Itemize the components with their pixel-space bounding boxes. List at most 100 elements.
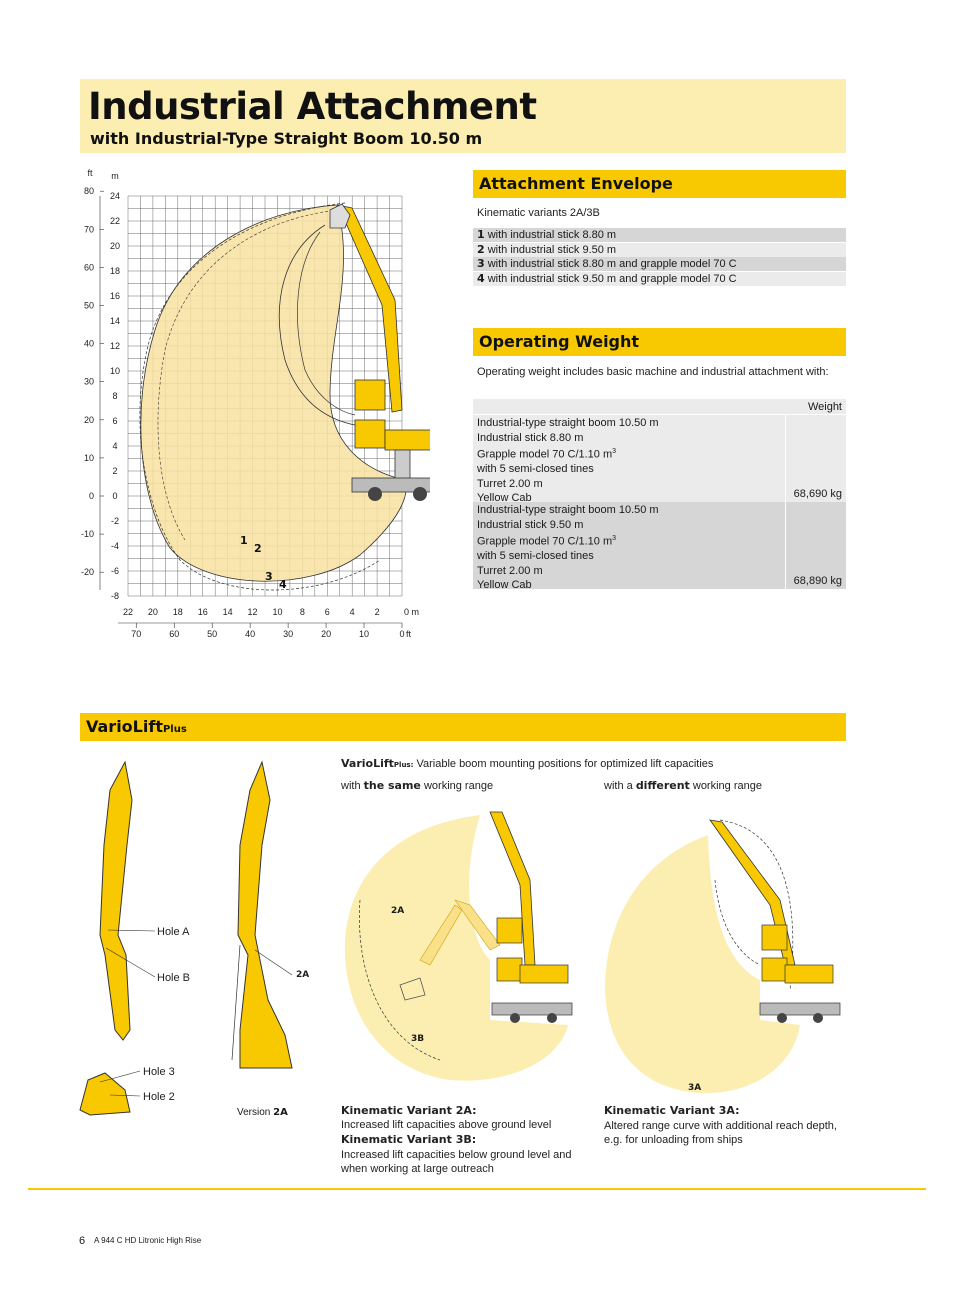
label-hole-2: Hole 2 [143,1091,175,1103]
footer-rule [28,1188,926,1190]
x-tick-ft: 30 [283,629,293,639]
y-tick-m: 4 [112,441,117,451]
x-tick-ft: 70 [131,629,141,639]
envelope-area [140,204,407,582]
envelope-curve-mid-dashed [157,209,339,541]
weight-value: 68,690 kg [793,487,842,500]
y-tick-m: 24 [110,191,120,201]
x-tick-m: 8 [300,607,305,617]
curve-label-4: 4 [279,578,287,591]
diagram-tag-3b: 3B [411,1034,425,1044]
y-tick-ft: -20 [81,567,94,577]
y-tick-ft: 10 [84,453,94,463]
operating-weight-intro: Operating weight includes basic machine … [477,366,829,378]
curve-label-3: 3 [265,570,273,583]
x-tick-m: 6 [325,607,330,617]
page-subtitle: with Industrial-Type Straight Boom 10.50… [90,129,483,148]
y-tick-ft: 20 [84,415,94,425]
y-tick-m: 10 [110,366,120,376]
y-tick-m: -4 [111,541,119,551]
label-hole-3: Hole 3 [143,1066,175,1078]
operating-weight-header: Operating Weight [473,328,846,356]
bracket [79,1072,131,1116]
y-tick-m: 6 [112,416,117,426]
envelope-curve-inner-2 [297,231,356,416]
x-tick-ft: 20 [321,629,331,639]
y-tick-m: -6 [111,566,119,576]
y-tick-m: 20 [110,241,120,251]
y-tick-ft: 60 [84,262,94,272]
x-tick-m: 16 [198,607,208,617]
chart-axes: 242220181614121086420-2-4-6-8m8070605040… [81,168,419,639]
variant-2a-heading: Kinematic Variant 2A: [341,1104,477,1117]
variant-3a-text: Altered range curve with additional reac… [604,1120,837,1146]
envelope-curve-outer-dashed [139,202,381,591]
x-tick-m: 0 m [404,607,419,617]
same-range-diagram [344,811,573,1081]
y-tick-ft: 80 [84,186,94,196]
x-tick-m: 14 [223,607,233,617]
attachment-envelope-title: Attachment Envelope [479,174,673,193]
x-tick-m: 18 [173,607,183,617]
version-caption: Version 2A [237,1107,288,1118]
page-number: 6 [79,1235,86,1247]
weight-table: Weight Industrial-type straight boom 10.… [473,399,846,591]
y-tick-ft: 70 [84,224,94,234]
y-tick-m: 18 [110,266,120,276]
envelope-curve-inner [278,224,356,426]
different-range-diagram [605,819,841,1094]
boom-version-2a [237,760,293,1069]
weight-row: Industrial-type straight boom 10.50 m In… [473,502,846,591]
variant-3b-heading: Kinematic Variant 3B: [341,1133,477,1146]
same-range-caption: with the same working range [341,779,494,792]
boom-illustrations [79,760,293,1116]
weight-column-header: Weight [473,399,846,415]
y-unit-ft: ft [87,168,93,178]
variant-3b-text: Increased lift capacities below ground l… [341,1149,572,1175]
x-tick-m: 4 [350,607,355,617]
diagram-tag-3a: 3A [688,1083,702,1093]
variant-2a-text: Increased lift capacities above ground l… [341,1119,552,1131]
y-tick-m: 16 [110,291,120,301]
label-2a-tag: 2A [296,970,310,980]
operating-weight-title: Operating Weight [479,332,640,351]
y-tick-m: 14 [110,316,120,326]
label-hole-a: Hole A [157,926,190,938]
variolift-intro: VarioLiftPlus: Variable boom mounting po… [341,757,714,770]
y-tick-m: 2 [112,466,117,476]
y-tick-m: -2 [111,516,119,526]
x-unit-ft: ft [406,629,412,639]
x-tick-ft: 60 [169,629,179,639]
x-tick-ft: 10 [359,629,369,639]
attachment-envelope-chart: 1 2 3 4 242220181614121086420-2-4-6-8m80… [81,168,430,639]
envelope-item: 3 with industrial stick 8.80 m and grapp… [473,257,846,271]
diagram-tag-2a: 2A [391,906,405,916]
machine-silhouette [329,203,430,501]
page-title: Industrial Attachment [88,85,537,128]
y-tick-ft: 40 [84,339,94,349]
y-tick-m: 8 [112,391,117,401]
y-tick-ft: 50 [84,301,94,311]
y-tick-m: -8 [111,591,119,601]
x-tick-ft: 0 [399,629,404,639]
x-tick-m: 12 [248,607,258,617]
y-tick-m: 22 [110,216,120,226]
curve-label-2: 2 [254,542,262,555]
boom-long [99,760,133,1041]
footer-model: A 944 C HD Litronic High Rise [94,1236,202,1245]
y-unit-m: m [111,171,119,181]
y-tick-m: 12 [110,341,120,351]
x-tick-ft: 40 [245,629,255,639]
x-tick-m: 20 [148,607,158,617]
attachment-envelope-header: Attachment Envelope [473,170,846,198]
x-tick-ft: 50 [207,629,217,639]
y-tick-ft: -10 [81,529,94,539]
x-tick-m: 2 [375,607,380,617]
y-tick-m: 0 [112,491,117,501]
weight-value: 68,890 kg [793,574,842,587]
envelope-item: 2 with industrial stick 9.50 m [473,243,846,257]
weight-row: Industrial-type straight boom 10.50 m In… [473,415,846,504]
curve-label-1: 1 [240,534,248,547]
y-tick-ft: 30 [84,377,94,387]
y-tick-ft: 0 [89,491,94,501]
